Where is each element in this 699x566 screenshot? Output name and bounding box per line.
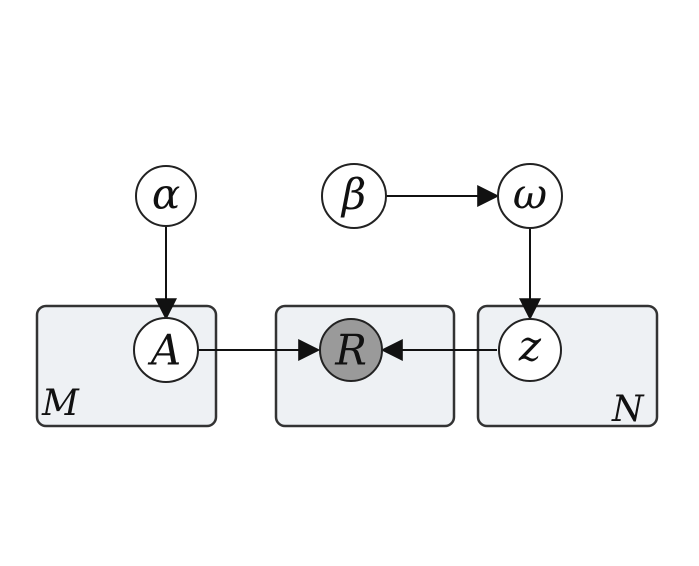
node-beta-label: β bbox=[340, 170, 366, 219]
node-beta-circle bbox=[321, 163, 387, 229]
node-z-circle bbox=[498, 318, 562, 382]
plate-n-label: N bbox=[611, 389, 645, 430]
node-a-circle bbox=[133, 317, 199, 383]
node-z: z bbox=[498, 318, 562, 382]
node-omega-circle bbox=[497, 163, 563, 229]
node-z-label: z bbox=[518, 322, 542, 371]
node-r-circle bbox=[319, 318, 383, 382]
node-r-label: R bbox=[334, 326, 367, 375]
node-alpha: α bbox=[135, 165, 197, 227]
plate-m-label: M bbox=[41, 383, 80, 424]
node-beta: β bbox=[321, 163, 387, 229]
node-a: A bbox=[133, 317, 199, 383]
node-a-label: A bbox=[147, 326, 181, 375]
node-r: R bbox=[319, 318, 383, 382]
node-alpha-label: α bbox=[152, 170, 180, 219]
node-omega: ω bbox=[497, 163, 563, 229]
node-alpha-circle bbox=[135, 165, 197, 227]
node-omega-label: ω bbox=[513, 170, 547, 219]
